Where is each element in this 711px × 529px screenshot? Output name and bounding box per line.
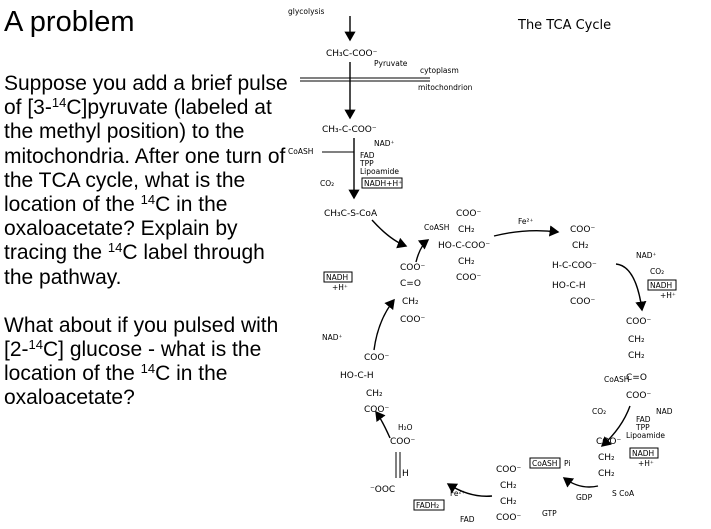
fum-left: ⁻OOC bbox=[370, 485, 395, 495]
oaa-l1: COO⁻ bbox=[400, 263, 425, 273]
fe-1: Fe²⁺ bbox=[518, 217, 534, 226]
isocitrate-l5: COO⁻ bbox=[570, 297, 595, 307]
lipoamide-3: Lipoamide bbox=[626, 431, 665, 440]
succinate-dh-arrow bbox=[446, 483, 493, 497]
akg-coash: CoASH bbox=[604, 375, 629, 384]
akg-l2: CH₂ bbox=[628, 335, 645, 345]
akg-l3: CH₂ bbox=[628, 351, 645, 361]
succcoa-l3: CH₂ bbox=[598, 469, 615, 479]
cofactor-fad: FAD bbox=[360, 151, 375, 160]
malate-dh-arrow bbox=[373, 298, 395, 351]
nad-2: NAD⁺ bbox=[636, 251, 657, 260]
cytoplasm-label: cytoplasm bbox=[420, 66, 459, 75]
akg-l4: C=O bbox=[626, 373, 647, 383]
slide-title: A problem bbox=[4, 6, 135, 38]
fadh2: FADH₂ bbox=[416, 501, 439, 510]
nadh-3: NADH bbox=[632, 449, 654, 458]
akg-l5: COO⁻ bbox=[626, 391, 651, 401]
nadh-5: NADH bbox=[326, 273, 348, 282]
isocitrate-l2: CH₂ bbox=[572, 241, 589, 251]
pyruvate-formula: CH₃C-COO⁻ bbox=[326, 49, 378, 59]
coash-pi-box bbox=[529, 457, 561, 469]
citrate-l5: COO⁻ bbox=[456, 273, 481, 283]
co2-1: CO₂ bbox=[320, 179, 334, 188]
succ-l4: COO⁻ bbox=[496, 513, 521, 523]
succcoa-l2: CH₂ bbox=[598, 453, 615, 463]
h2o: H₂O bbox=[398, 423, 413, 432]
coash-pi: CoASH bbox=[532, 459, 557, 468]
nadh-1: NADH+H⁺ bbox=[364, 179, 402, 188]
citrate-l1: COO⁻ bbox=[456, 209, 481, 219]
mal-l2: CH₂ bbox=[366, 389, 383, 399]
citrate-l4: CH₂ bbox=[458, 257, 475, 267]
problem-text: Suppose you add a brief pulse of [3-14C]… bbox=[4, 72, 296, 411]
fad-3: FAD bbox=[636, 415, 651, 424]
nad-5: NAD⁺ bbox=[322, 333, 343, 342]
cofactor-tpp: TPP bbox=[359, 159, 374, 168]
isocitrate-l4: HO-C-H bbox=[552, 281, 586, 291]
oaa-l2: C=O bbox=[400, 279, 421, 289]
tca-cycle-diagram: The TCA Cycle glycolysis CH₃C-COO⁻ Pyruv… bbox=[288, 7, 677, 524]
citrate-synthase-arrow bbox=[371, 219, 408, 249]
succcoa-synthetase-arrow bbox=[562, 477, 599, 488]
acetyl-coa: CH₃C-S-CoA bbox=[324, 209, 378, 219]
pyruvate-mito: CH₃-C-COO⁻ bbox=[322, 125, 377, 135]
glycolysis-label: glycolysis bbox=[288, 7, 325, 16]
co2-2: CO₂ bbox=[650, 267, 664, 276]
citrate-l2: CH₂ bbox=[458, 225, 475, 235]
cofactor-lipoamide: Lipoamide bbox=[360, 167, 399, 176]
nad-3: NAD bbox=[656, 407, 673, 416]
citrate-l3: HO-C-COO⁻ bbox=[438, 241, 490, 251]
succ-l2: CH₂ bbox=[500, 481, 517, 491]
oaa-l4: COO⁻ bbox=[400, 315, 425, 325]
coash-1: CoASH bbox=[288, 147, 313, 156]
succ-l3: CH₂ bbox=[500, 497, 517, 507]
nad-plus-1: NAD⁺ bbox=[374, 139, 395, 148]
h-plus-5: +H⁺ bbox=[332, 283, 348, 292]
mal-l4: COO⁻ bbox=[364, 405, 389, 415]
tpp-3: TPP bbox=[635, 423, 650, 432]
question-2: What about if you pulsed with [2-14C] gl… bbox=[4, 313, 279, 410]
citrate-coash: CoASH bbox=[424, 223, 449, 232]
nadh-2: NADH bbox=[650, 281, 672, 290]
aconitase-arrow bbox=[493, 225, 560, 237]
mal-l1: COO⁻ bbox=[364, 353, 389, 363]
succ-l1: COO⁻ bbox=[496, 465, 521, 475]
nadh-1-box bbox=[361, 177, 403, 189]
h-plus-2: +H⁺ bbox=[660, 291, 676, 300]
oaa-l3: CH₂ bbox=[402, 297, 419, 307]
nadh-2-box bbox=[647, 279, 677, 291]
akg-l1: COO⁻ bbox=[626, 317, 651, 327]
pyruvate-label: Pyruvate bbox=[374, 59, 408, 68]
isocitrate-l1: COO⁻ bbox=[570, 225, 595, 235]
pi: Pi bbox=[564, 459, 570, 468]
fum-h: H bbox=[402, 469, 409, 479]
fadh2-box bbox=[413, 499, 445, 511]
fum-coo: COO⁻ bbox=[390, 437, 415, 447]
akg-dh-arrow bbox=[600, 405, 631, 447]
co2-3: CO₂ bbox=[592, 407, 606, 416]
gtp: GTP bbox=[542, 509, 557, 518]
succcoa-tail: S CoA bbox=[612, 489, 635, 498]
isocitrate-l3: H-C-COO⁻ bbox=[552, 261, 597, 271]
isocitrate-dh-arrow bbox=[615, 263, 647, 312]
diagram-title: The TCA Cycle bbox=[517, 18, 611, 33]
gdp: GDP bbox=[576, 493, 593, 502]
mitochondrion-label: mitochondrion bbox=[418, 83, 473, 92]
oaa-to-citrate-arrow bbox=[415, 239, 430, 263]
question-1: Suppose you add a brief pulse of [3-14C]… bbox=[4, 72, 288, 289]
succcoa-l1: COO⁻ bbox=[596, 437, 621, 447]
nadh-5-box bbox=[323, 271, 353, 283]
fe-2: Fe²⁺ bbox=[450, 489, 466, 498]
nadh-3-box bbox=[629, 447, 659, 459]
mal-l3: HO-C-H bbox=[340, 371, 374, 381]
h-plus-3: +H⁺ bbox=[638, 459, 654, 468]
fumarase-arrow bbox=[375, 410, 391, 439]
fad-4: FAD bbox=[460, 515, 475, 524]
